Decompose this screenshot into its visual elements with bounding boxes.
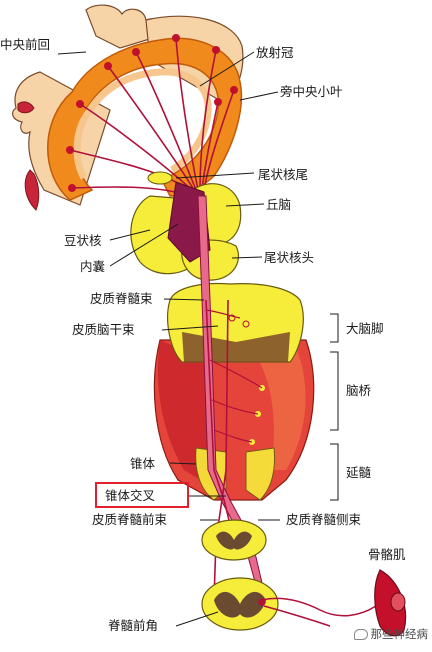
label-medulla: 延髓 <box>346 465 372 480</box>
label-caudate-tail: 尾状核尾 <box>258 167 309 182</box>
label-paracentral-lobule: 旁中央小叶 <box>280 84 343 99</box>
label-precentral-gyrus: 中央前回 <box>0 37 51 52</box>
watermark: 那些神经病 <box>353 626 429 642</box>
label-caudate-head: 尾状核头 <box>264 250 315 265</box>
label-pyramidal-decussation: 锥体交叉 <box>105 488 156 503</box>
watermark-text: 那些神经病 <box>370 627 429 641</box>
label-pyramid: 锥体 <box>130 456 156 471</box>
label-skeletal-muscle: 骨骼肌 <box>368 547 406 562</box>
label-corticospinal-tract: 皮质脊髓束 <box>90 291 153 306</box>
label-anterior-horn: 脊髓前角 <box>108 618 159 633</box>
label-anterior-corticospinal-tract: 皮质脊髓前束 <box>92 512 168 527</box>
wechat-icon <box>353 628 368 640</box>
skeletal-muscle <box>374 569 407 637</box>
label-corticobulbar-tract: 皮质脑干束 <box>72 322 135 337</box>
label-lateral-corticospinal-tract: 皮质脊髓侧束 <box>286 512 362 527</box>
leader-lines <box>57 51 339 627</box>
label-corona-radiata: 放射冠 <box>256 45 294 60</box>
label-cerebral-peduncle: 大脑脚 <box>346 321 384 336</box>
corona-radiata-fibers <box>69 37 235 197</box>
brainstem <box>153 282 315 501</box>
spinal-cord-lower <box>201 577 279 631</box>
decussation-highlight-box <box>95 482 189 508</box>
label-pons: 脑桥 <box>346 383 372 398</box>
motor-nerve <box>258 597 377 627</box>
label-internal-capsule: 内囊 <box>80 259 106 274</box>
spinal-cord-upper <box>201 519 267 561</box>
label-lentiform-nucleus: 豆状核 <box>64 233 102 248</box>
label-thalamus: 丘脑 <box>266 197 292 212</box>
